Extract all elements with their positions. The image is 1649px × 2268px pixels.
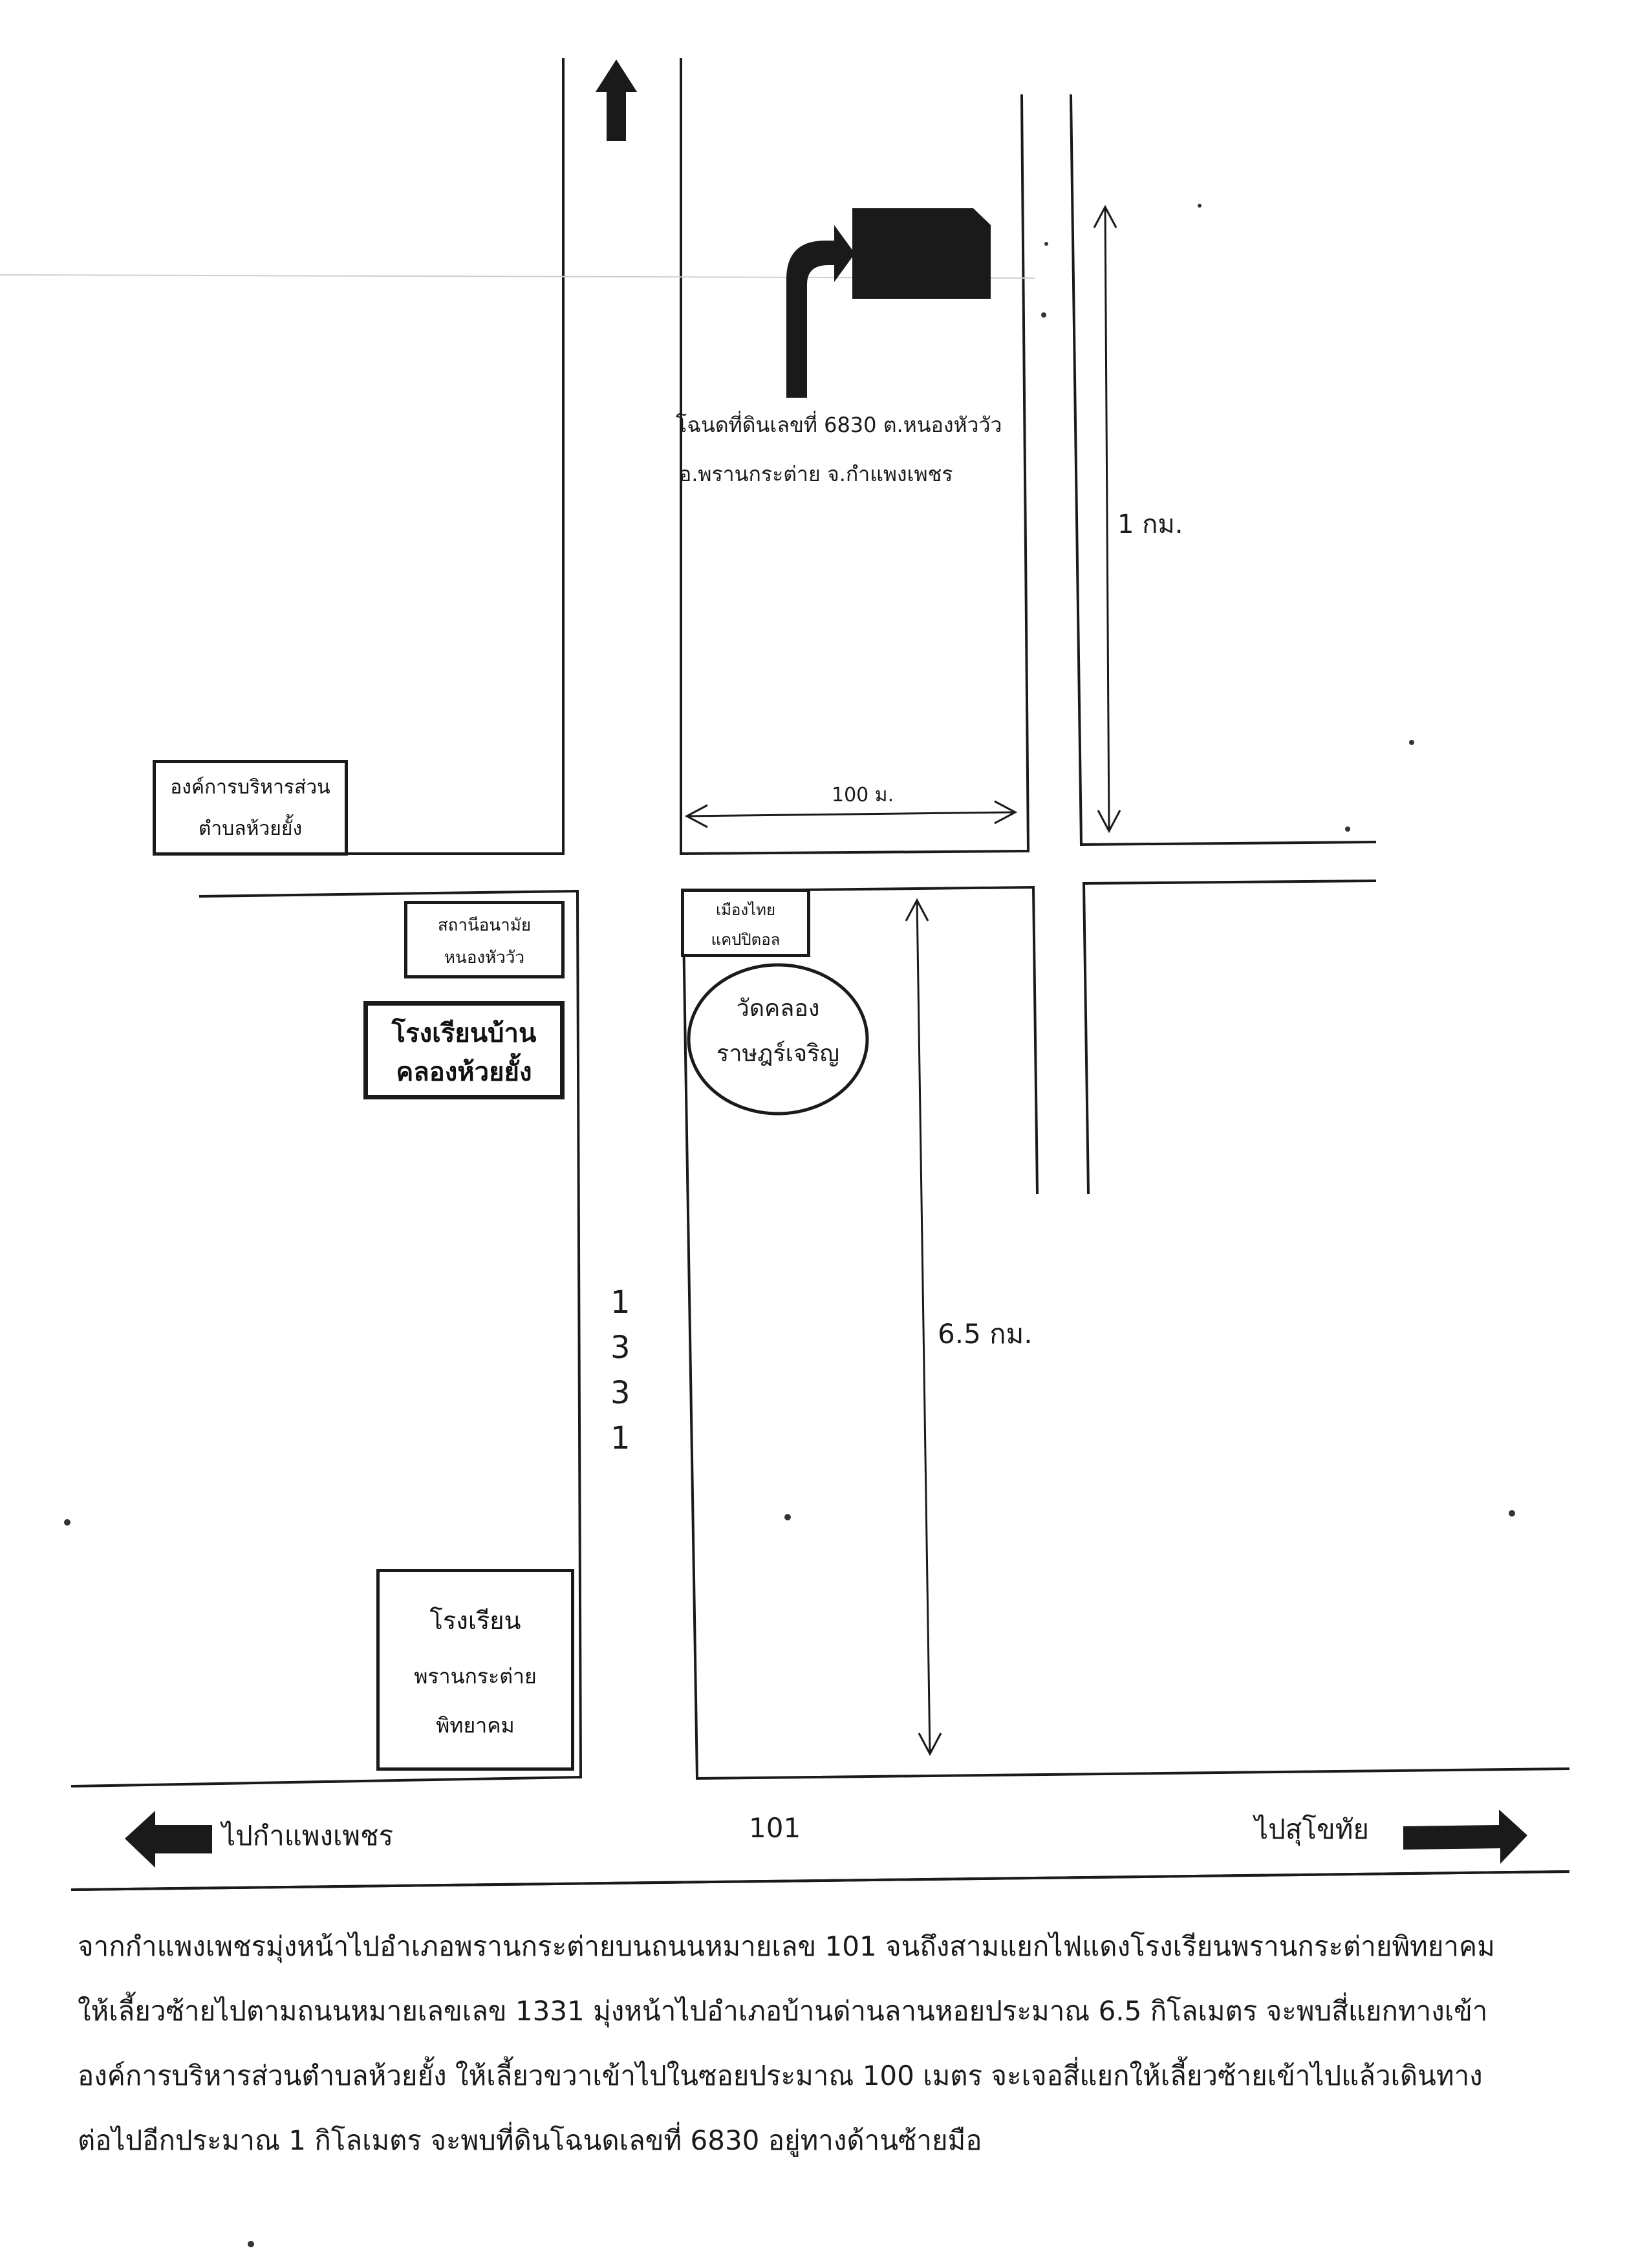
- scan-speck: [1509, 1510, 1515, 1517]
- dim-100m-arrowhead-left: [684, 804, 708, 828]
- to-kamphaeng-phet-label: ไปกำแพงเพชร: [222, 1820, 394, 1852]
- road-101-north-edge-east: [695, 1767, 1570, 1780]
- directions-line: จากกำแพงเพชรมุ่งหน้าไปอำเภอพรานกระต่ายบน…: [78, 1930, 1495, 1962]
- access-road-right-edge: [1069, 94, 1083, 847]
- health-station-label-line2: หนองหัววัว: [444, 948, 525, 967]
- road-1331-left-edge-south: [576, 889, 583, 1779]
- muangthai-capital-box: เมืองไทย แคปปิตอล: [681, 889, 810, 957]
- directions-text: จากกำแพงเพชรมุ่งหน้าไปอำเภอพรานกระต่ายบน…: [78, 1914, 1591, 2173]
- scan-specks: [64, 204, 1515, 2247]
- scan-speck: [64, 1519, 70, 1526]
- scan-speck: [784, 1514, 791, 1520]
- scan-speck: [1041, 312, 1046, 318]
- school-pran-kratai-box: โรงเรียน พรานกระต่าย พิทยาคม: [376, 1569, 574, 1771]
- dim-100m-line: [686, 811, 1016, 817]
- muangthai-label-line2: แคปปิตอล: [711, 931, 781, 949]
- directions-line: องค์การบริหารส่วนตำบลห้วยยั้ง ให้เลี้ยวข…: [78, 2060, 1483, 2091]
- temple-label-line2: ราษฎร์เจริญ: [716, 1041, 840, 1067]
- distance-1km-label: 1 กม.: [1117, 510, 1183, 539]
- route-1331-digit: 3: [610, 1375, 630, 1411]
- school-pran-label-line2: พรานกระต่าย: [414, 1664, 537, 1689]
- route-101-label: 101: [749, 1812, 801, 1844]
- scan-speck: [1198, 204, 1202, 208]
- distance-100m-label: 100 ม.: [832, 784, 894, 806]
- dim-6-5km-line: [916, 900, 931, 1755]
- scan-speck: [1044, 242, 1048, 246]
- tao-label-line2: ตำบลห้วยยั้ง: [198, 817, 303, 840]
- school-khlong-label-line1: โรงเรียนบ้าน: [391, 1019, 537, 1048]
- description-divider: [72, 1870, 1569, 1891]
- turn-right-arrow-icon: [786, 225, 855, 398]
- scan-speck: [1409, 740, 1414, 745]
- route-1331-digit: 1: [610, 1420, 630, 1456]
- muangthai-label-line1: เมืองไทย: [715, 901, 776, 919]
- health-station-label-line1: สถานีอนามัย: [437, 916, 532, 935]
- road-101-north-edge-west: [70, 1775, 583, 1788]
- soi-far-east-top: [1079, 840, 1377, 847]
- route-1331-digit: 3: [610, 1330, 630, 1366]
- to-sukhothai-label: ไปสุโขทัย: [1255, 1813, 1369, 1845]
- dim-1km-arrowhead-bottom: [1097, 810, 1121, 834]
- tao-label-line1: องค์การบริหารส่วน: [170, 776, 330, 799]
- dim-6-5km-arrowhead-bottom: [918, 1733, 942, 1756]
- temple-outline: [687, 963, 869, 1116]
- directions-line: ให้เลี้ยวซ้ายไปตามถนนหมายเลขเลข 1331 มุ่…: [78, 1995, 1488, 2027]
- access-road-right-edge-south: [1082, 881, 1090, 1194]
- health-station-box: สถานีอนามัย หนองหัววัว: [404, 901, 565, 978]
- arrow-left-icon: [125, 1811, 212, 1868]
- dimension-arrows: [684, 204, 1121, 1756]
- route-1331-digit: 1: [610, 1284, 630, 1321]
- soi-far-east-bottom: [1082, 879, 1377, 885]
- destination-block-icon: [852, 208, 991, 299]
- directions-line: ต่อไปอีกประมาณ 1 กิโลเมตร จะพบที่ดินโฉนด…: [78, 2124, 982, 2156]
- tao-huai-yang-box: องค์การบริหารส่วน ตำบลห้วยยั้ง: [153, 760, 348, 856]
- scan-speck: [1345, 826, 1350, 832]
- school-ban-khlong-huai-yang-box: โรงเรียนบ้าน คลองห้วยยั้ง: [363, 1001, 565, 1099]
- school-pran-label-line1: โรงเรียน: [429, 1606, 521, 1635]
- arrow-right-icon: [1403, 1809, 1527, 1864]
- soi-east-top-edge: [679, 849, 1030, 856]
- road-1331-right-edge-south: [681, 889, 699, 1780]
- dim-100m-arrowhead-right: [994, 800, 1018, 825]
- scan-speck: [248, 2241, 254, 2247]
- dim-6-5km-arrowhead-top: [905, 898, 929, 922]
- distance-6-5km-label: 6.5 กม.: [938, 1318, 1033, 1350]
- plot-deed-label: โฉนดที่ดินเลขที่ 6830 ต.หนองหัววัว: [676, 413, 1002, 437]
- temple-label-line1: วัดคลอง: [736, 995, 820, 1022]
- dim-1km-line: [1104, 206, 1110, 832]
- plot-location-label: อ.พรานกระต่าย จ.กำแพงเพชร: [679, 462, 953, 486]
- access-road-left-edge: [1020, 94, 1030, 853]
- dim-1km-arrowhead-top: [1093, 204, 1117, 228]
- school-khlong-label-line2: คลองห้วยยั้ง: [396, 1057, 532, 1087]
- school-pran-label-line3: พิทยาคม: [436, 1713, 515, 1738]
- soi-west-bottom-edge: [199, 889, 579, 898]
- access-road-left-edge-south: [1031, 885, 1039, 1194]
- north-arrow-icon: [596, 59, 637, 141]
